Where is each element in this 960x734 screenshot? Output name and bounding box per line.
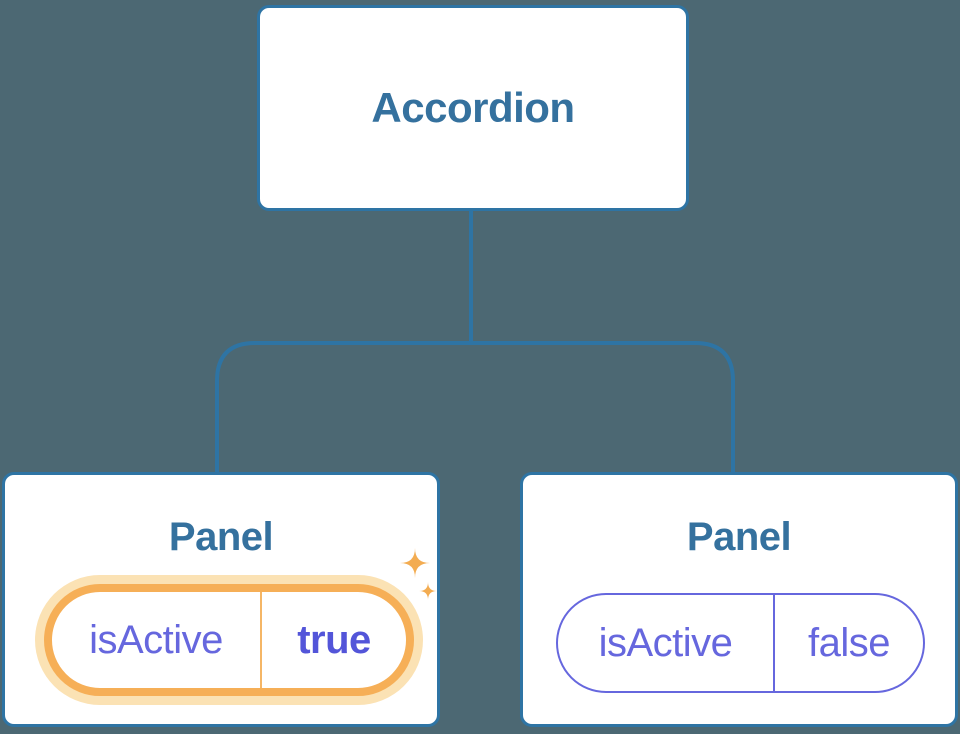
root-node-accordion: Accordion	[257, 5, 689, 211]
state-value-label: false	[808, 620, 891, 665]
panel-node-active: Panel isActive true	[2, 472, 440, 727]
panel-node-inactive: Panel isActive false	[520, 472, 958, 727]
state-pill-active: isActive true	[44, 584, 414, 696]
state-key-label: isActive	[52, 592, 262, 688]
state-pill-inactive: isActive false	[556, 593, 925, 693]
state-key-label: isActive	[558, 595, 775, 691]
state-value-label: true	[297, 617, 371, 662]
panel-title: Panel	[686, 515, 792, 559]
root-node-label: Accordion	[371, 84, 575, 131]
panel-title: Panel	[168, 515, 274, 559]
